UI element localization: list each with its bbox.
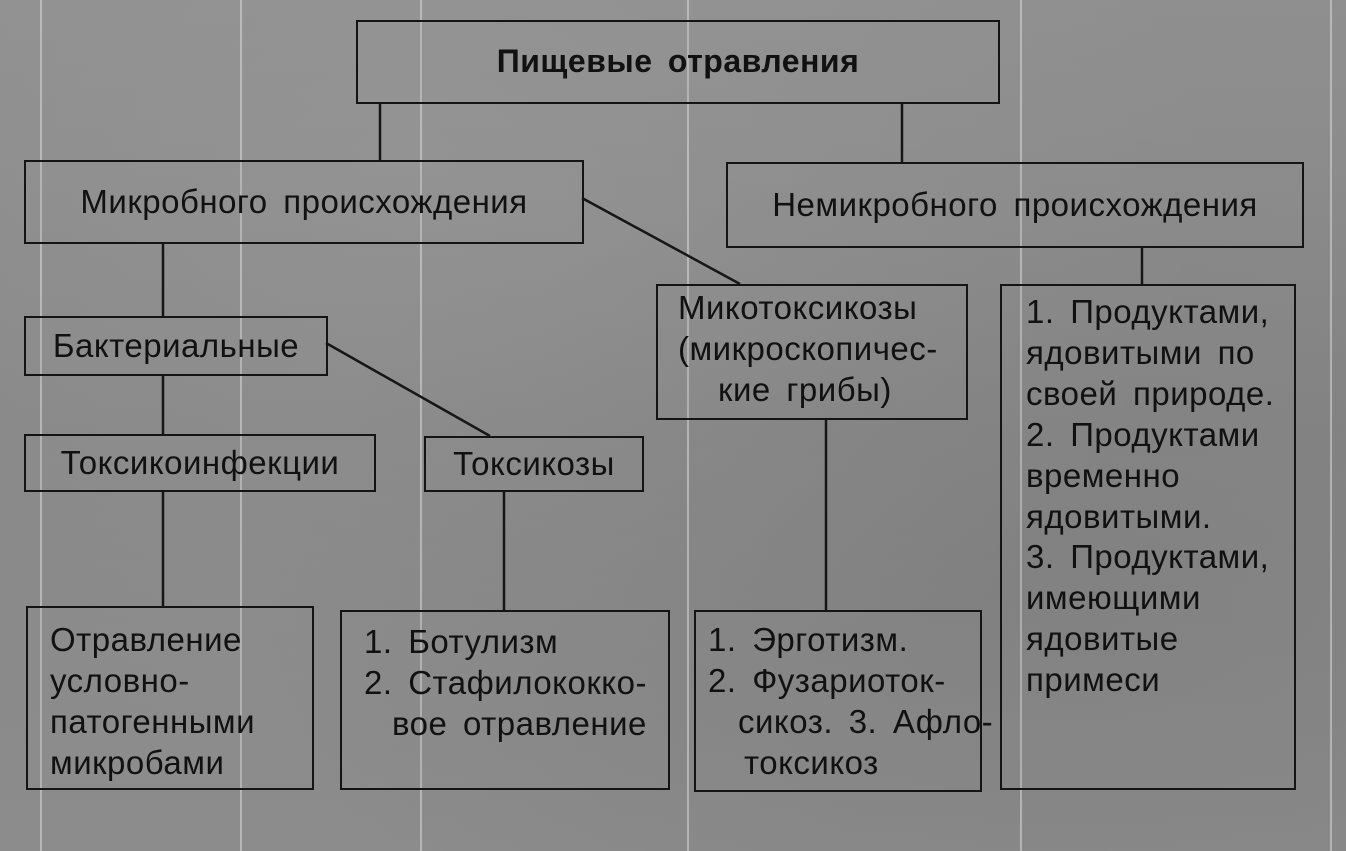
node-line: (микроскопичес-	[678, 329, 938, 367]
node-line: примеси	[1026, 661, 1161, 699]
node-line: Отравление	[50, 621, 242, 658]
node-line: 1. Ботулизм	[364, 623, 559, 660]
node-mycotoxicosis-leaf: 1. Эрготизм. 2. Фузариоток- сикоз. 3. Аф…	[694, 610, 994, 792]
node-line: патогенными	[50, 702, 256, 740]
node-toxicoinfection-leaf: Отравление условно- патогенными микробам…	[26, 606, 314, 790]
node-line: 2. Фузариоток-	[708, 661, 946, 699]
node-microbial-origin: Микробного происхождения	[24, 160, 584, 244]
node-nonmicrobial-list: 1. Продуктами, ядовитыми по своей природ…	[1000, 284, 1296, 790]
node-toxicosis-leaf: 1. Ботулизм 2. Стафилококко- вое отравле…	[340, 610, 670, 790]
node-line: ядовитые	[1026, 620, 1179, 658]
scan-line	[1330, 0, 1332, 851]
connector-microbial-mycotoxicoses	[581, 196, 741, 286]
node-line: временно	[1026, 456, 1181, 494]
node-line: кие грибы)	[718, 370, 892, 408]
node-line: 2. Стафилококко-	[364, 663, 647, 701]
node-line: условно-	[50, 661, 190, 699]
node-nonmicrobial-origin: Немикробного происхождения	[726, 162, 1304, 248]
node-line: 3. Продуктами,	[1026, 538, 1270, 576]
node-label: Немикробного происхождения	[772, 185, 1258, 223]
node-label: Пищевые отравления	[496, 43, 860, 80]
node-line: 2. Продуктами	[1026, 415, 1260, 453]
node-line: токсикоз	[744, 743, 879, 781]
connector-bacterial-toxicoses	[325, 341, 491, 438]
node-line: сикоз. 3. Афло-	[738, 702, 994, 740]
scan-line	[687, 0, 689, 851]
node-label: Токсикоинфекции	[60, 443, 340, 481]
scan-line	[420, 0, 422, 851]
node-line: 1. Продуктами,	[1026, 293, 1270, 330]
node-line: ядовитыми по	[1026, 333, 1255, 371]
node-label: Токсикозы	[453, 444, 615, 482]
node-label: Микробного происхождения	[80, 182, 528, 220]
node-line: своей природе.	[1026, 374, 1275, 412]
scan-line	[1020, 0, 1022, 851]
node-food-poisoning: Пищевые отравления	[356, 20, 1000, 104]
node-line: ядовитыми.	[1026, 497, 1212, 535]
node-line: 1. Эрготизм.	[708, 621, 909, 658]
node-bacterial: Бактериальные	[24, 316, 328, 376]
node-toxicoinfections: Токсикоинфекции	[24, 434, 376, 492]
scan-line	[240, 0, 242, 851]
node-line: микробами	[50, 743, 225, 781]
node-label: Бактериальные	[52, 326, 300, 364]
node-toxicoses: Токсикозы	[424, 436, 644, 492]
scan-line	[40, 0, 42, 851]
node-mycotoxicoses: Микотоксикозы (микроскопичес- кие грибы)	[656, 284, 968, 420]
node-line: имеющими	[1026, 579, 1201, 617]
node-line: вое отравление	[392, 704, 647, 742]
node-line: Микотоксикозы	[678, 289, 918, 326]
